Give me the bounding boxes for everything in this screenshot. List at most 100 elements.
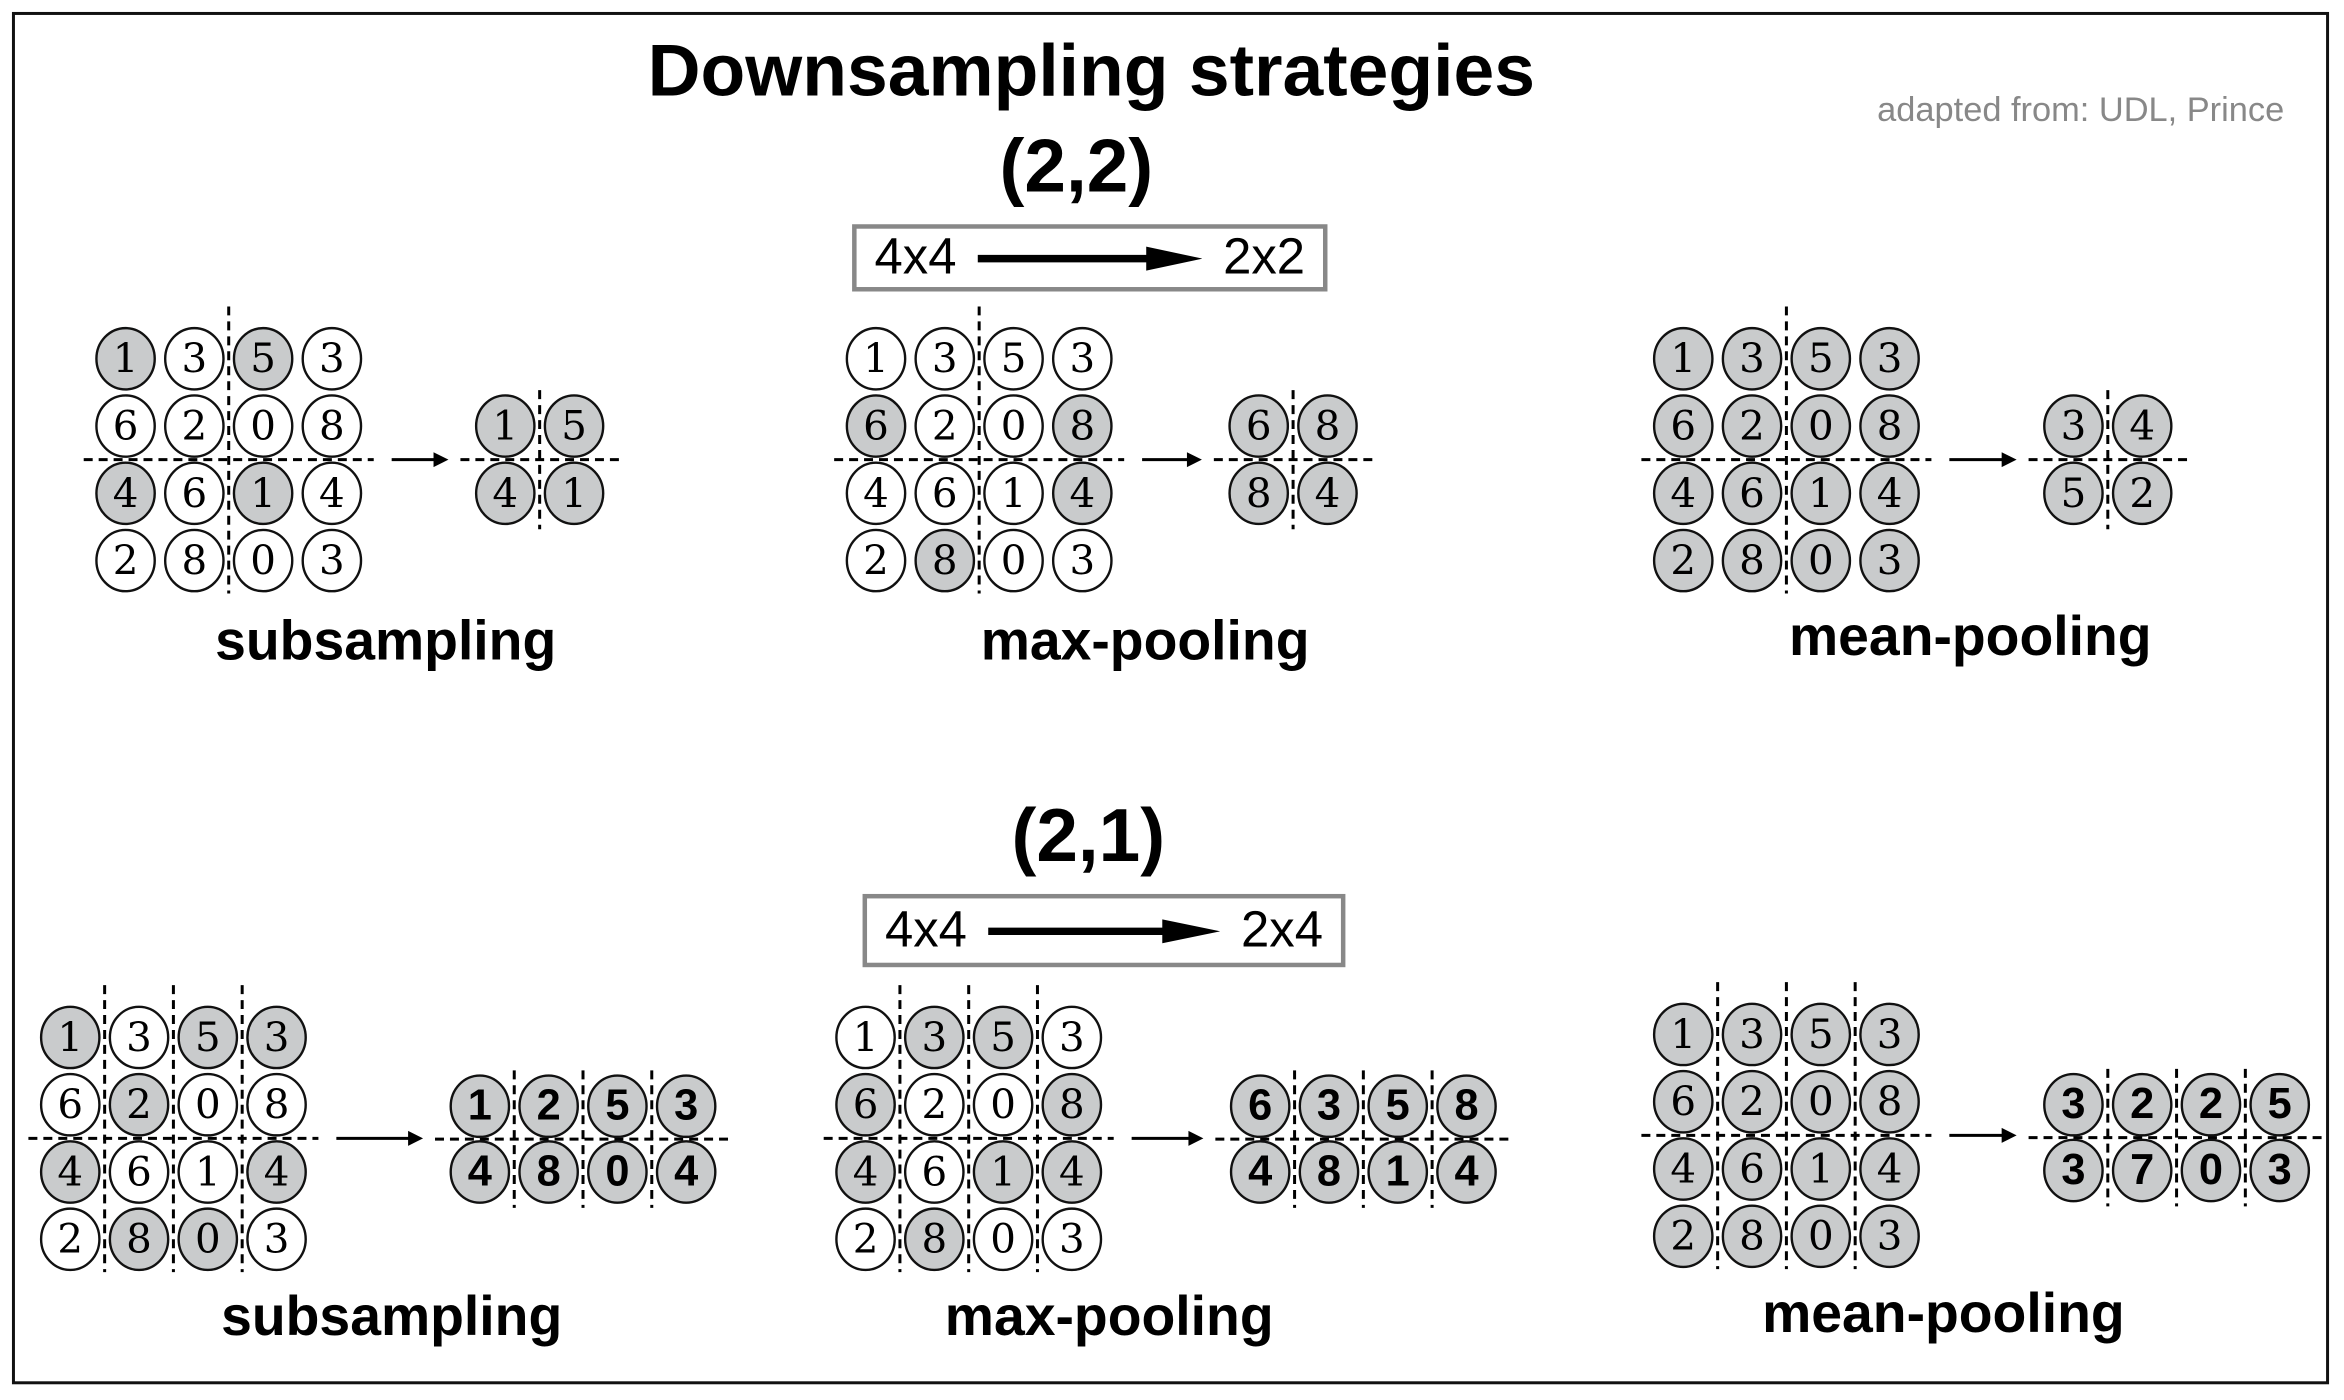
value-circle: 6 — [1721, 1137, 1783, 1201]
circle-shape — [108, 1207, 170, 1272]
panel-label: subsampling — [215, 609, 557, 672]
circle-value: 4 — [1670, 1145, 1696, 1192]
circle-shape — [972, 1140, 1034, 1204]
circle-shape — [246, 1207, 307, 1272]
panel-label: subsampling — [221, 1285, 563, 1347]
value-circle: 4 — [845, 461, 907, 526]
circle-value: 8 — [1877, 1078, 1903, 1125]
circle-value: 3 — [264, 1014, 290, 1061]
circle-value: 0 — [605, 1147, 629, 1195]
circle-shape — [1721, 394, 1783, 458]
circle-shape — [1228, 461, 1290, 526]
circle-value: 2 — [863, 537, 889, 584]
circle-value: 3 — [1877, 335, 1903, 382]
circle-shape — [2111, 461, 2173, 526]
circle-value: 6 — [1248, 1082, 1272, 1130]
value-circle: 1 — [39, 1005, 101, 1070]
value-circle: 5 — [983, 326, 1044, 391]
value-circle: 1 — [177, 1140, 239, 1204]
circle-shape — [845, 394, 907, 458]
circle-shape — [1051, 326, 1113, 391]
circle-value: 1 — [113, 335, 139, 382]
circle-value: 8 — [264, 1081, 290, 1128]
circle-shape — [914, 528, 976, 593]
circle-shape — [845, 461, 907, 526]
circle-value: 8 — [932, 537, 958, 584]
value-circle: 1 — [1652, 326, 1714, 391]
value-circle: 3 — [1051, 528, 1113, 593]
circle-value: 3 — [1317, 1082, 1341, 1130]
value-circle: 4 — [449, 1140, 511, 1204]
circle-shape — [39, 1072, 101, 1137]
circle-shape — [845, 528, 907, 593]
value-circle: 3 — [2249, 1138, 2311, 1203]
circle-value: 6 — [863, 403, 889, 450]
panel-label: mean-pooling — [1762, 1282, 2125, 1344]
value-circle: 0 — [177, 1207, 239, 1272]
circle-shape — [1652, 1204, 1714, 1269]
circle-value: 0 — [1001, 537, 1027, 584]
value-circle: 2 — [2111, 1072, 2173, 1137]
circle-value: 6 — [113, 403, 139, 450]
circle-shape — [177, 1140, 239, 1204]
value-circle: 4 — [95, 461, 156, 526]
circle-shape — [903, 1005, 965, 1070]
circle-value: 2 — [921, 1081, 947, 1128]
circle-value: 4 — [113, 470, 139, 517]
circle-value: 3 — [181, 335, 207, 382]
value-circle: 3 — [1298, 1074, 1360, 1139]
value-circle: 0 — [972, 1207, 1034, 1272]
circle-value: 3 — [1877, 537, 1903, 584]
circle-value: 7 — [2130, 1146, 2154, 1194]
circle-shape — [543, 394, 605, 458]
value-circle: 1 — [1790, 1137, 1852, 1201]
circle-shape — [95, 461, 156, 526]
circle-value: 3 — [1739, 1011, 1765, 1058]
circle-shape — [2180, 1138, 2242, 1203]
value-circle: 1 — [449, 1074, 511, 1139]
value-circle: 6 — [914, 461, 976, 526]
value-circle: 2 — [2180, 1072, 2242, 1137]
circle-shape — [835, 1207, 896, 1272]
circle-value: 6 — [57, 1081, 83, 1128]
circle-value: 0 — [195, 1081, 221, 1128]
circle-shape — [2111, 1138, 2173, 1203]
circle-value: 2 — [181, 403, 207, 450]
panel-label: max-pooling — [944, 1285, 1274, 1347]
circle-shape — [1859, 394, 1920, 458]
circle-value: 6 — [1670, 1078, 1696, 1125]
value-circle: 3 — [655, 1074, 717, 1139]
circle-shape — [163, 528, 225, 593]
panel-label: mean-pooling — [1788, 605, 2152, 667]
circle-value: 0 — [1808, 537, 1834, 584]
value-circle: 4 — [246, 1140, 307, 1204]
circle-shape — [1721, 1069, 1783, 1134]
value-circle: 8 — [1859, 1069, 1920, 1134]
value-circle: 6 — [39, 1072, 101, 1137]
circle-shape — [972, 1207, 1034, 1272]
circle-shape — [301, 461, 363, 526]
value-circle: 5 — [232, 326, 294, 391]
circle-shape — [835, 1005, 896, 1070]
value-circle: 3 — [246, 1005, 307, 1070]
circle-value: 2 — [537, 1082, 561, 1130]
circle-value: 1 — [492, 403, 518, 450]
value-circle: 2 — [835, 1207, 896, 1272]
circle-value: 4 — [1059, 1148, 1085, 1195]
value-circle: 2 — [845, 528, 907, 593]
circle-value: 3 — [1069, 537, 1095, 584]
value-circle: 4 — [474, 461, 536, 526]
circle-value: 0 — [195, 1216, 221, 1263]
circle-shape — [1790, 1137, 1852, 1201]
circle-shape — [1721, 1002, 1783, 1067]
circle-value: 8 — [1877, 403, 1903, 450]
circle-shape — [983, 326, 1044, 391]
value-circle: 4 — [835, 1140, 896, 1204]
circle-shape — [972, 1005, 1034, 1070]
circle-value: 0 — [250, 403, 276, 450]
circle-value: 3 — [319, 537, 345, 584]
circle-value: 0 — [1001, 403, 1027, 450]
circle-shape — [246, 1005, 307, 1070]
circle-shape — [1859, 1204, 1920, 1269]
value-circle: 8 — [1298, 1140, 1360, 1204]
